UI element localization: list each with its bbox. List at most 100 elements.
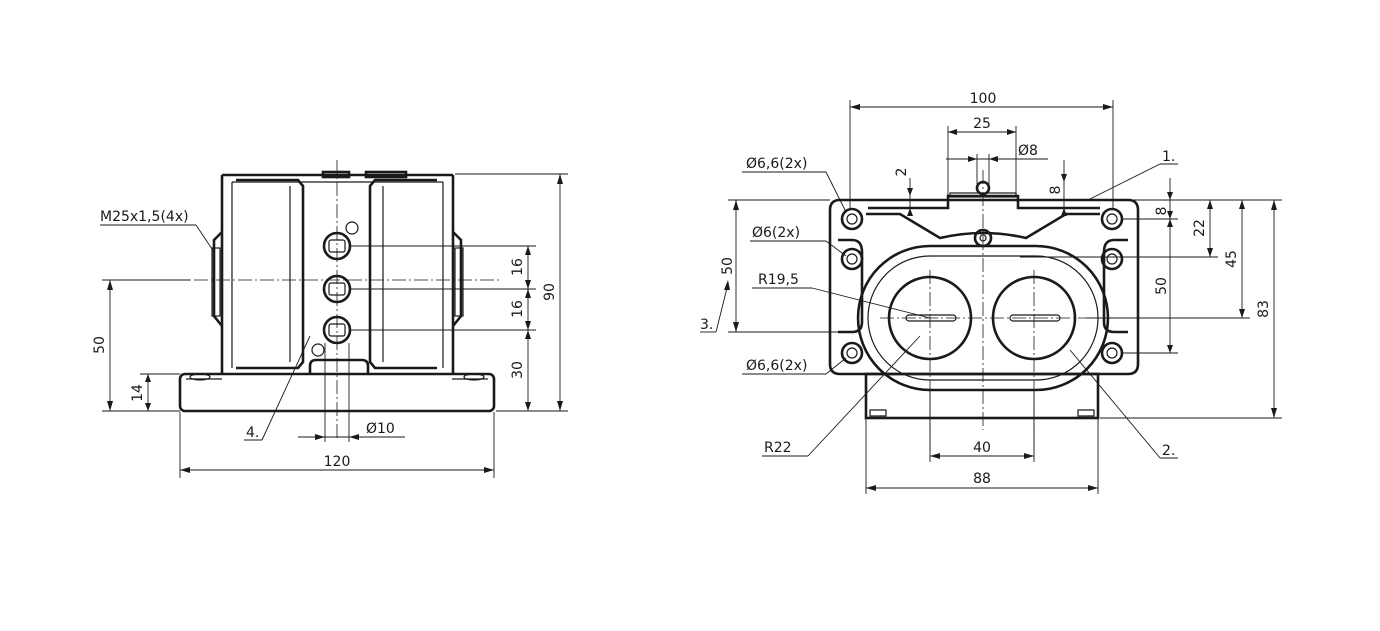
- dim-top-25: 25: [973, 116, 991, 132]
- arrowhead: [866, 485, 876, 491]
- item-1-label: 1.: [1162, 149, 1175, 165]
- leader-line: [825, 171, 847, 213]
- arrowhead: [1103, 104, 1113, 110]
- side-small-hole: [311, 343, 325, 357]
- side-gland-left: [212, 231, 224, 327]
- front-hole-mid-left: [840, 247, 864, 271]
- item-2-label: 2.: [1162, 443, 1175, 459]
- side-top-tab: [321, 170, 351, 179]
- arrowhead: [1239, 200, 1245, 209]
- dim-hole-pitch-2: 16: [510, 300, 526, 318]
- arrowhead: [145, 403, 151, 411]
- side-small-hole: [345, 221, 359, 235]
- front-bottom-feet: [869, 409, 1095, 417]
- front-top-bar: [868, 194, 1100, 210]
- side-gland-left-thread: [211, 247, 221, 317]
- dim-hole-diameter: Ø10: [366, 421, 395, 437]
- arrowhead: [525, 402, 531, 411]
- front-hole-top-right: [1100, 207, 1124, 231]
- arrowhead: [733, 322, 739, 332]
- arrowhead: [1167, 345, 1173, 353]
- arrowhead: [557, 401, 563, 411]
- side-body-outline: [220, 173, 455, 374]
- dim-hole-pitch-1: 16: [510, 258, 526, 276]
- front-hole-bottom-left: [840, 341, 864, 365]
- arrowhead: [1007, 129, 1016, 135]
- dim-axis-height: 50: [92, 336, 108, 354]
- dim-right-8: 8: [1154, 207, 1170, 216]
- arrowhead: [1088, 485, 1098, 491]
- arrowhead: [525, 289, 531, 298]
- arrowhead: [349, 434, 359, 440]
- dim-width-120: 120: [324, 454, 351, 470]
- arrowhead: [1024, 453, 1034, 459]
- arrowhead: [107, 401, 113, 411]
- arrowhead: [1271, 408, 1277, 418]
- thread-callout: M25x1,5(4x): [100, 209, 189, 225]
- side-base-hole: [189, 373, 211, 381]
- leader-line: [825, 357, 847, 375]
- item-3-label: 3.: [700, 317, 713, 333]
- side-top-tab: [364, 170, 408, 179]
- front-view: 100 25 Ø8 2 8: [700, 91, 1282, 494]
- arrowhead: [107, 280, 113, 290]
- arrowhead: [907, 188, 913, 196]
- arrowhead: [968, 156, 977, 162]
- arrowhead: [989, 156, 998, 162]
- arrowhead: [525, 246, 531, 255]
- leader-line: [811, 287, 931, 319]
- side-view: 90 16 16 30 50 14 120: [92, 160, 568, 478]
- hole-callout-mid: Ø6(2x): [752, 225, 800, 241]
- dim-hole-offset: 30: [510, 361, 526, 379]
- front-oval-inner: [867, 255, 1099, 381]
- side-left-lid: [236, 178, 305, 370]
- arrowhead: [1167, 219, 1173, 227]
- dim-right-45: 45: [1224, 250, 1240, 268]
- leader-line: [1069, 349, 1161, 459]
- arrowhead: [724, 280, 730, 290]
- arrowhead: [145, 374, 151, 382]
- side-right-lid: [368, 178, 437, 370]
- side-body-inner: [231, 181, 444, 368]
- arrowhead: [1271, 200, 1277, 210]
- dim-bottom-40: 40: [973, 440, 991, 456]
- radius-callout-outer: R22: [764, 440, 792, 456]
- arrowhead: [733, 200, 739, 210]
- arrowhead: [1061, 174, 1067, 182]
- side-gland-right: [451, 231, 463, 327]
- arrowhead: [525, 321, 531, 330]
- dim-right-22: 22: [1192, 219, 1208, 237]
- arrowhead: [1239, 309, 1245, 318]
- front-hole-bottom-right: [1100, 341, 1124, 365]
- hole-callout-bottom: Ø6,6(2x): [746, 358, 807, 374]
- radius-callout-inner: R19,5: [758, 272, 799, 288]
- leader-line: [825, 240, 847, 257]
- dim-top-2: 2: [894, 168, 910, 177]
- arrowhead: [525, 330, 531, 339]
- front-hole-top-left: [840, 207, 864, 231]
- dim-top-8: 8: [1048, 186, 1064, 195]
- arrowhead: [525, 280, 531, 289]
- arrowhead: [1167, 192, 1173, 200]
- dim-bottom-88: 88: [973, 471, 991, 487]
- leader-line: [1087, 163, 1161, 201]
- leader-line: [715, 283, 729, 333]
- front-oval-outer: [856, 244, 1110, 392]
- dim-overall-width: 100: [970, 91, 997, 107]
- front-housing-outline: [828, 198, 1140, 376]
- front-hole-mid-right: [1100, 247, 1124, 271]
- arrowhead: [1207, 200, 1213, 209]
- front-left-wall: [838, 238, 864, 334]
- leader-line: [195, 224, 215, 253]
- arrowhead: [1061, 208, 1067, 216]
- side-central-web: [308, 358, 370, 374]
- arrowhead: [907, 208, 913, 216]
- arrowhead: [948, 129, 957, 135]
- dim-right-50: 50: [1154, 277, 1170, 295]
- side-base-hole: [463, 373, 485, 381]
- dim-pin-diameter: Ø8: [1018, 143, 1038, 159]
- dim-right-83: 83: [1256, 300, 1272, 318]
- side-gland-right-thread: [454, 247, 464, 317]
- arrowhead: [484, 467, 494, 473]
